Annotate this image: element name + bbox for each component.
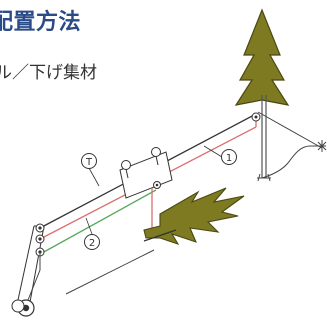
spar-tree: [234, 8, 290, 178]
carriage: [119, 147, 173, 199]
haulback-line: [41, 189, 157, 254]
anchor-stump-right: [317, 140, 327, 152]
callout-2: 2: [84, 217, 100, 250]
ground-profile-left: [27, 249, 155, 301]
callout-t: T: [81, 153, 100, 187]
felled-tree: [143, 187, 245, 245]
callout-t-label: T: [85, 157, 93, 168]
callout-1-label: 1: [226, 153, 232, 164]
spar-block-hub: [254, 115, 258, 119]
ground-profile-right: [261, 145, 326, 179]
guy-line: [257, 111, 323, 149]
callout-1: 1: [203, 145, 237, 165]
callout-2-label: 2: [89, 238, 95, 249]
yarder-drums: [11, 223, 45, 317]
page-title: 配置方法: [0, 10, 82, 35]
page-subtitle: ル／下げ集材: [0, 63, 97, 83]
tree-root-marks: [257, 173, 271, 182]
